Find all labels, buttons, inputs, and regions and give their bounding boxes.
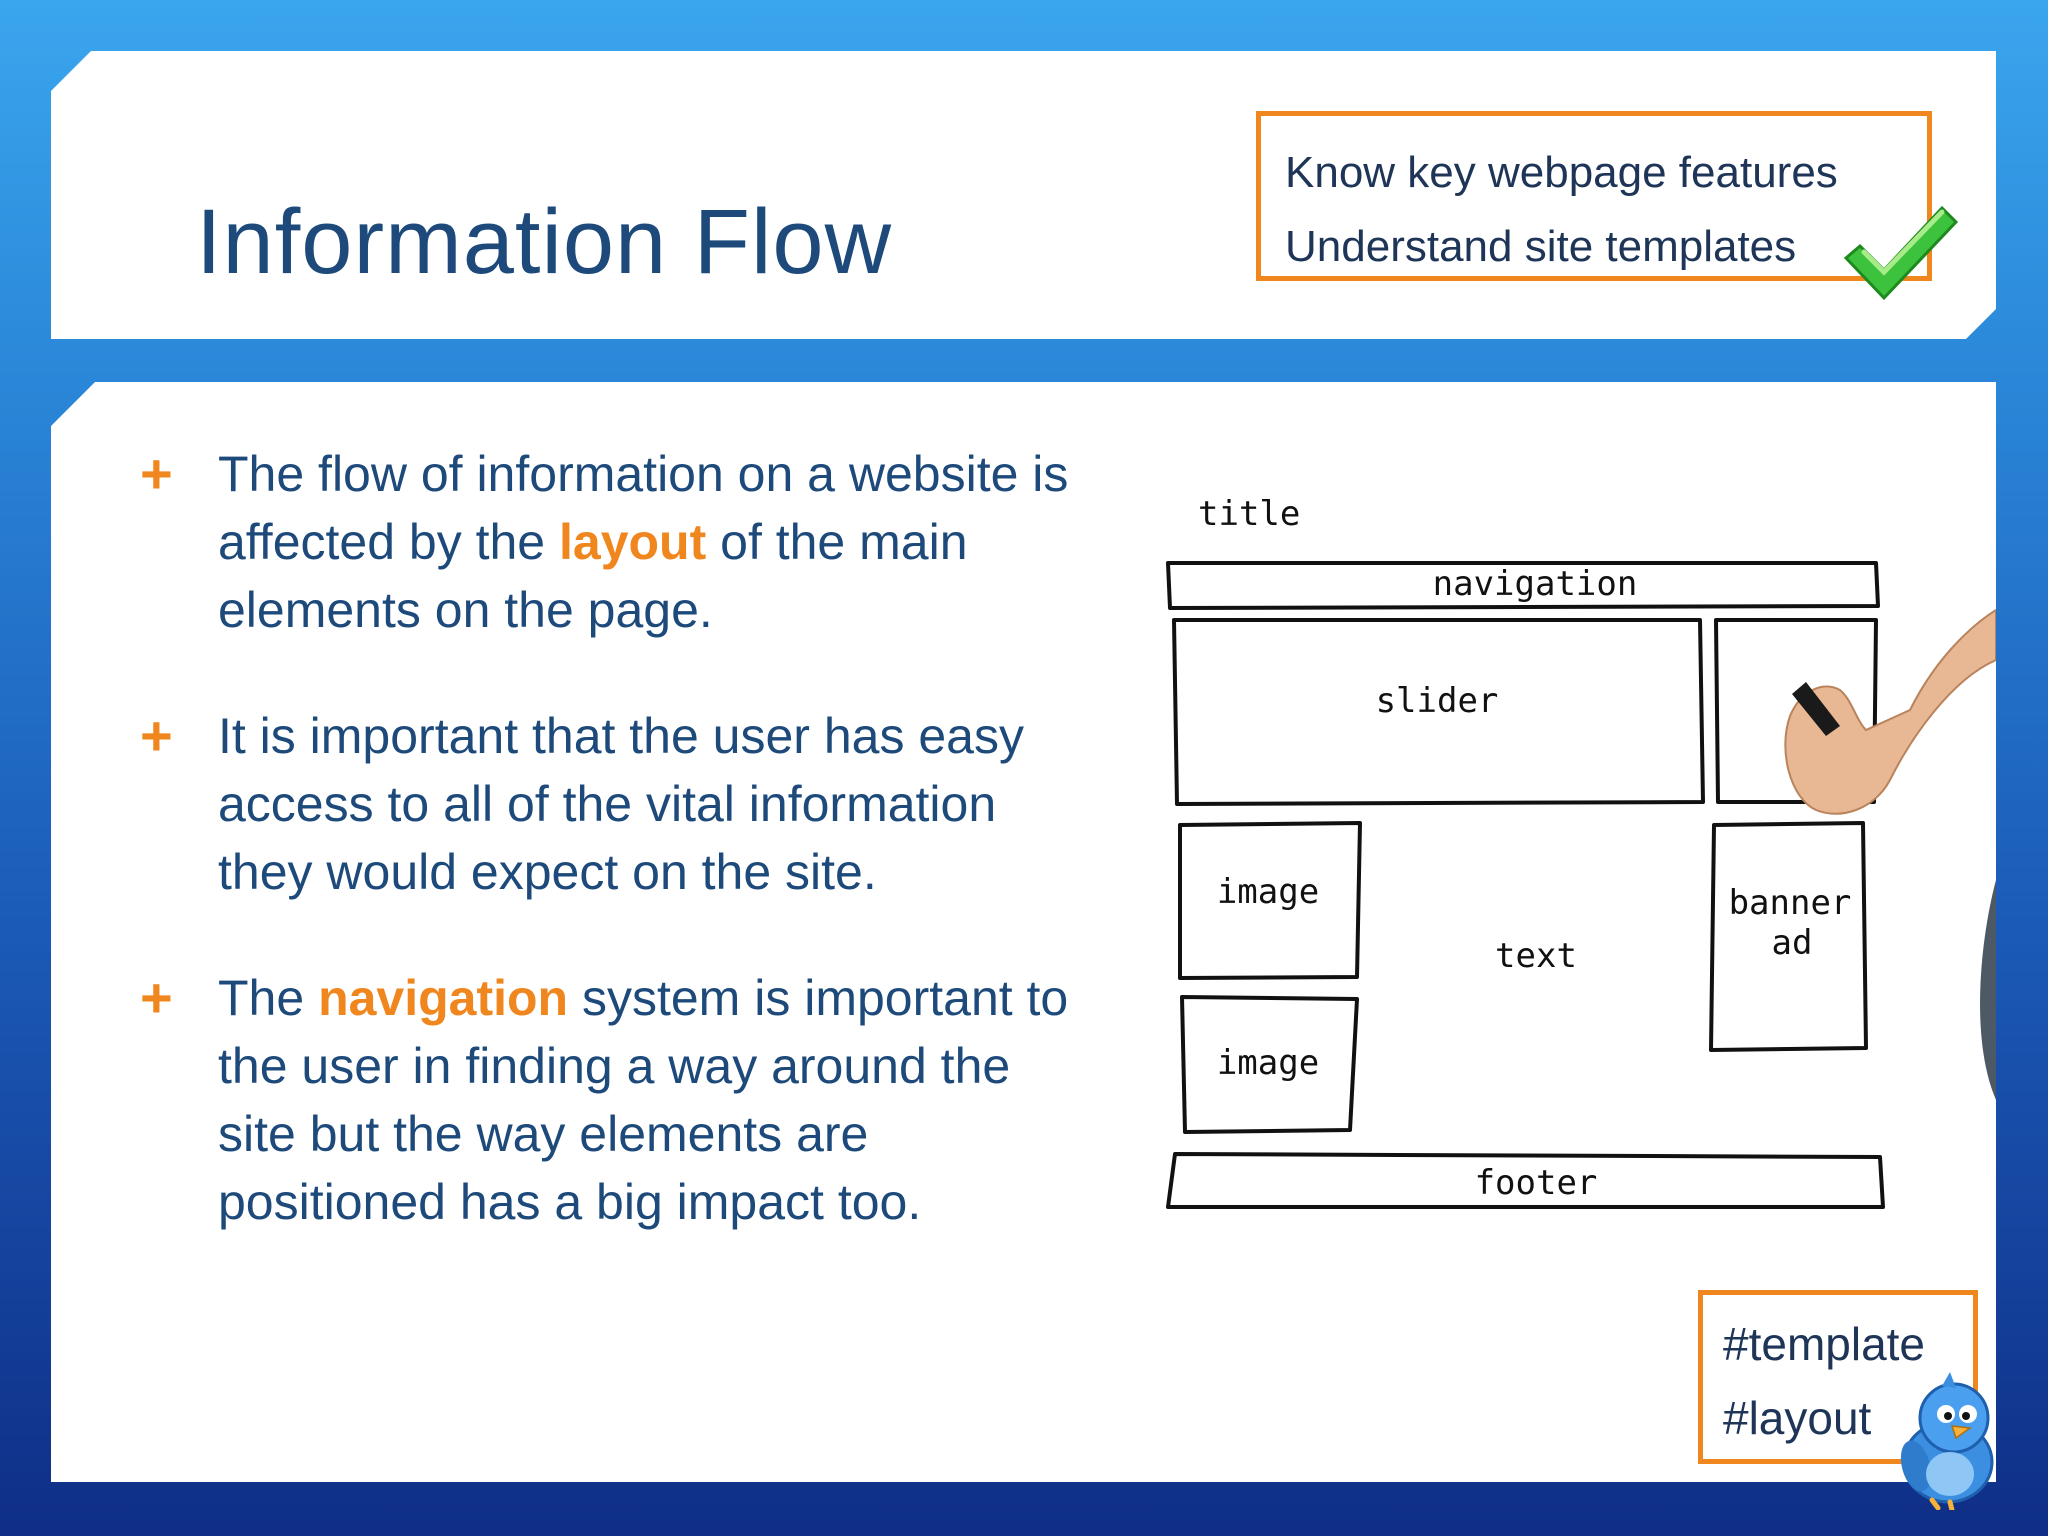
wireframe-sketch: title navigation slider image image text…: [1166, 494, 1996, 1209]
image-box-1: [1178, 821, 1362, 980]
slider-box: [1172, 618, 1705, 806]
bullet-text: The flow of information on a website is …: [218, 446, 1069, 570]
image-box-2: [1180, 995, 1359, 1134]
wireframe-label-text: text: [1495, 936, 1577, 976]
wireframe-label-navigation: navigation: [1433, 564, 1638, 604]
wireframe-label-slider: slider: [1376, 681, 1499, 721]
hashtag: #template: [1723, 1318, 1926, 1370]
hashtag: #layout: [1723, 1392, 1872, 1444]
wireframe-illustration: title navigation slider image image text…: [1150, 480, 1996, 1250]
bird-icon: [1900, 1372, 1994, 1510]
plus-icon: +: [140, 442, 173, 505]
bullet-text: of the main elements on the page.: [218, 514, 968, 638]
hand-with-marker-icon: [1784, 608, 1996, 1100]
plus-icon: +: [140, 704, 173, 767]
objective-item: Understand site templates: [1285, 222, 1797, 271]
sidebar-top-box: [1714, 618, 1878, 804]
objective-item: Know key webpage features: [1285, 148, 1838, 197]
bullet-text: system is important to the user in findi…: [218, 970, 1069, 1230]
bullet-item: + The navigation system is important to t…: [140, 964, 1100, 1236]
plus-icon: +: [140, 966, 173, 1029]
objectives-box: Know key webpage features Understand sit…: [1256, 111, 1932, 281]
wireframe-label-footer: footer: [1475, 1163, 1598, 1203]
page-title: Information Flow: [196, 191, 893, 293]
wireframe-label-ad: ad: [1772, 923, 1813, 963]
bullet-text: It is important that the user has easy a…: [218, 708, 1024, 900]
wireframe-label-title: title: [1198, 494, 1300, 534]
bullet-item: + It is important that the user has easy …: [140, 702, 1100, 906]
banner-ad-box: [1709, 821, 1868, 1052]
highlight-term: layout: [559, 514, 707, 570]
bullet-text: The: [218, 970, 319, 1026]
highlight-term: navigation: [318, 970, 569, 1026]
wireframe-label-image: image: [1217, 872, 1319, 912]
navigation-box: [1166, 561, 1880, 610]
wireframe-label-image: image: [1217, 1043, 1319, 1083]
check-icon: [1843, 205, 1959, 301]
bullet-list: + The flow of information on a website is…: [140, 440, 1100, 1294]
bullet-item: + The flow of information on a website is…: [140, 440, 1100, 644]
footer-box: [1166, 1152, 1885, 1209]
hashtag-box: #template #layout: [1698, 1290, 1978, 1464]
wireframe-label-banner: banner: [1729, 883, 1852, 923]
